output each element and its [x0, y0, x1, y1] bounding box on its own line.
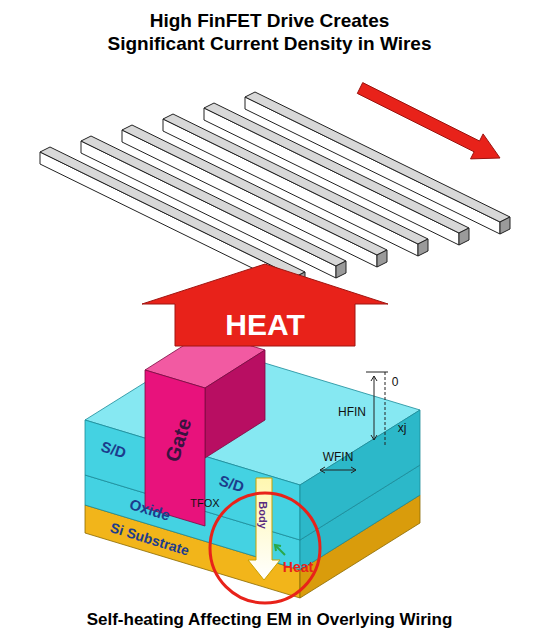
heat-arrow: HEAT	[140, 262, 390, 347]
title: High FinFET Drive Creates Significant Cu…	[35, 9, 505, 55]
heat-arrow-outline	[142, 264, 388, 346]
heat-text: HEAT	[225, 308, 304, 342]
wire-face	[377, 250, 387, 267]
dimension-lines	[320, 372, 388, 473]
dimension-label: WFIN	[323, 450, 354, 464]
fin-block	[85, 345, 420, 540]
body-label: Body	[257, 501, 269, 529]
current-arrow	[357, 83, 500, 159]
dimension-origin: 0	[392, 375, 399, 389]
dimension-label: TFOX	[190, 497, 219, 509]
wire-face	[500, 217, 510, 234]
dimension-label: xj	[398, 421, 407, 435]
heat-callout: Heat	[283, 559, 313, 575]
wire-face	[336, 261, 346, 278]
dimension-label: HFIN	[338, 405, 366, 419]
wire-face	[40, 147, 305, 277]
wire-face	[418, 239, 428, 256]
wire-bar	[81, 136, 346, 278]
hotspot-circle	[210, 493, 320, 603]
body-label: Body	[255, 501, 273, 529]
caption: Self-heating Affecting EM in Overlying W…	[87, 610, 453, 630]
wire-bar	[122, 125, 387, 267]
wire-face	[81, 141, 336, 278]
heat-leader	[275, 545, 285, 555]
wire-face	[459, 228, 469, 245]
